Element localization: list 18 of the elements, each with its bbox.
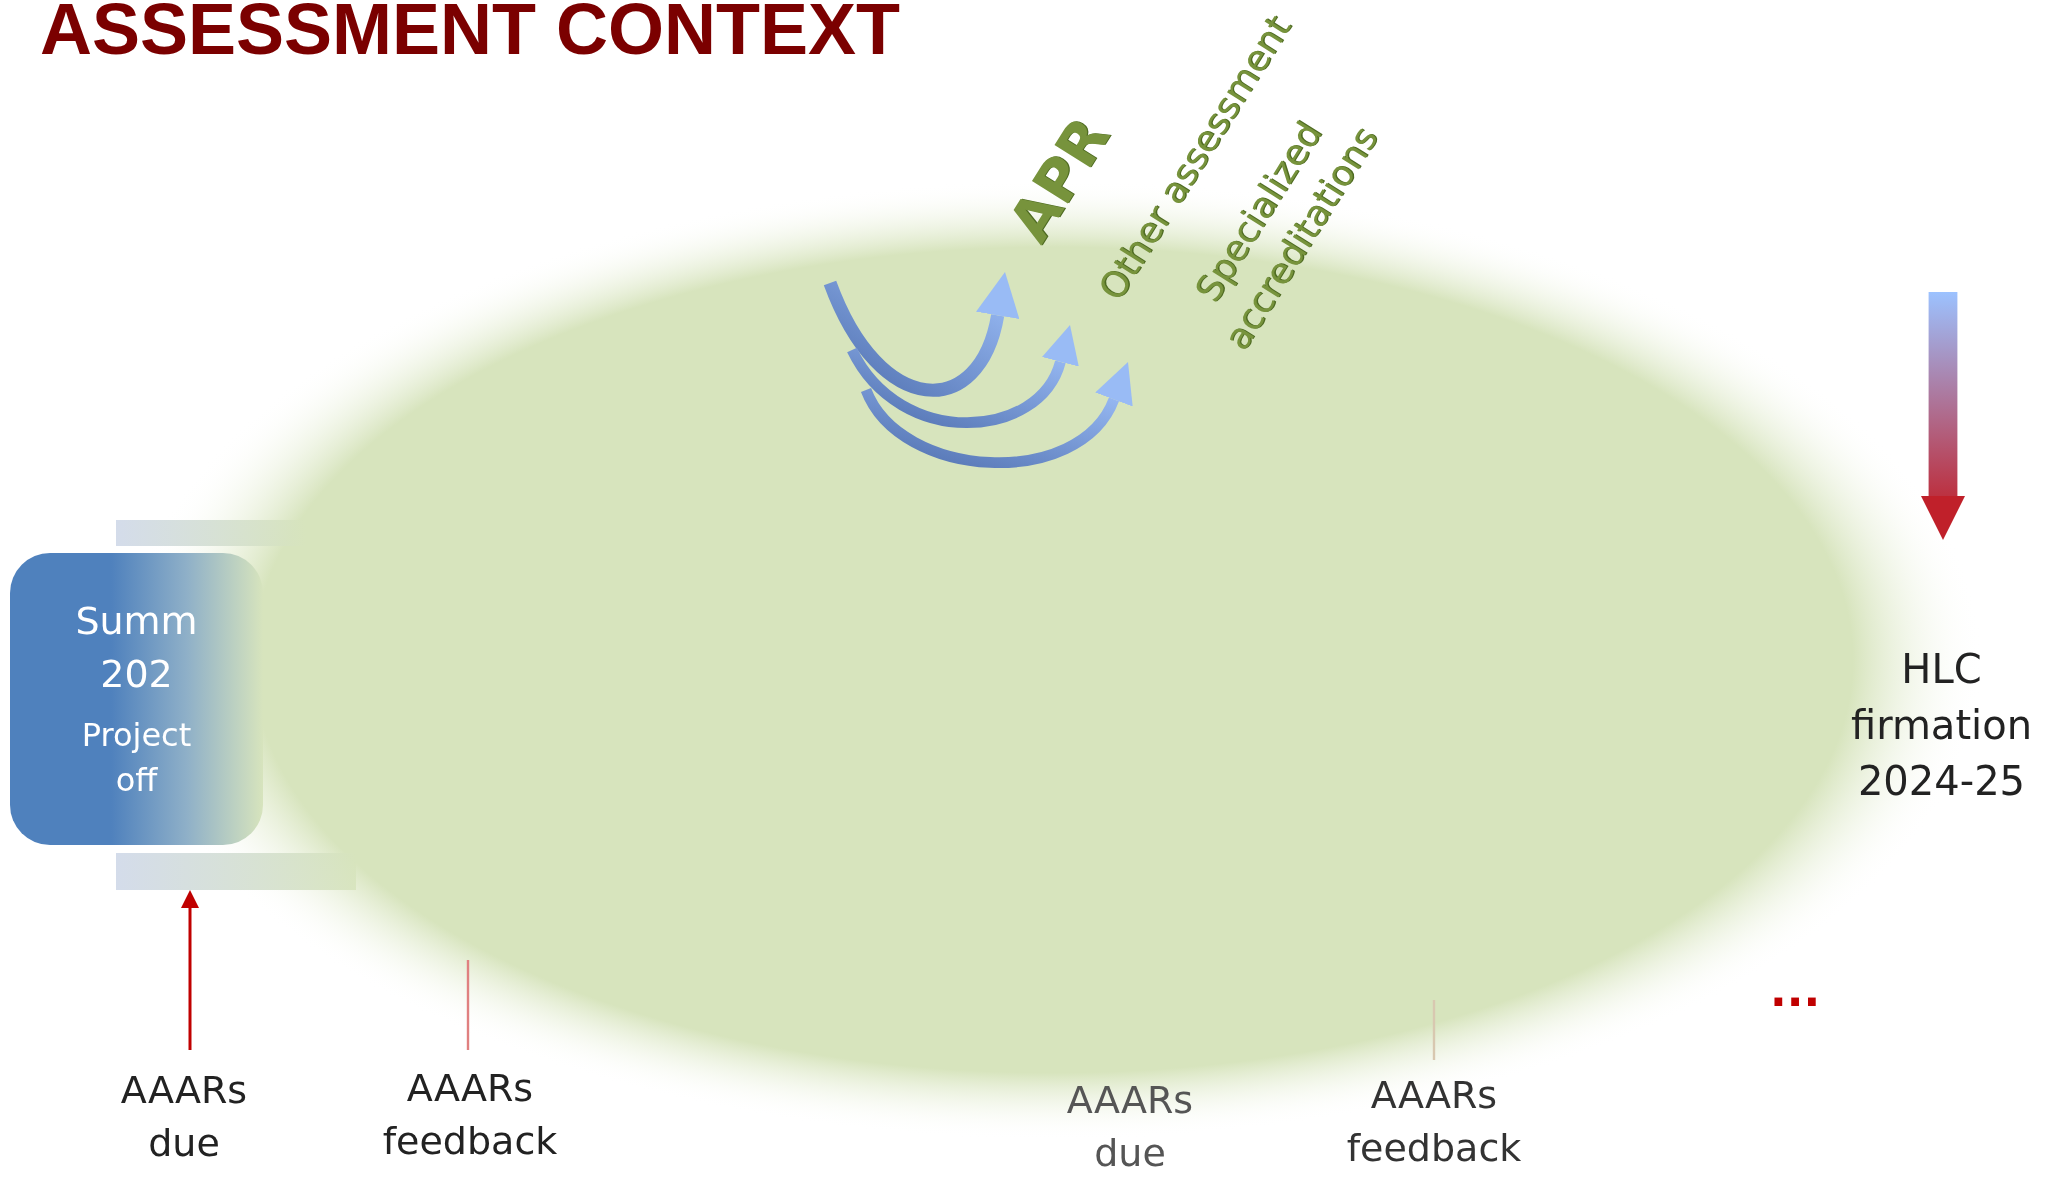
down-arrow [1921, 292, 1965, 540]
node-text: AAARs due [1065, 1076, 1195, 1177]
node-text: AAARs due [119, 1066, 249, 1167]
line [1432, 1000, 1436, 1060]
line [466, 960, 470, 1050]
node-text: HLC firmation 2024-25 [1849, 645, 2033, 806]
up-arrow [181, 890, 199, 1050]
node-text: AAARs feedback [1345, 1071, 1523, 1172]
rounded-box [10, 553, 263, 845]
slide-title: ASSESSMENT CONTEXT [40, 0, 901, 70]
box-text: Summ 202 [74, 598, 199, 699]
timeline-band [116, 853, 356, 890]
curved-arrow [847, 326, 1078, 429]
ellipsis-text: ... [1770, 964, 1821, 1018]
curved-arrow [823, 272, 1019, 397]
curved-arrow [861, 364, 1134, 468]
node-text: AAARs feedback [381, 1064, 559, 1165]
box-text: Project off [80, 715, 193, 802]
